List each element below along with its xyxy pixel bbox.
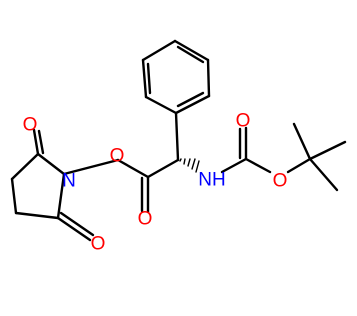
bond <box>174 111 180 162</box>
bond <box>176 91 205 108</box>
atom-label-n: N <box>62 171 76 192</box>
bond <box>10 177 18 215</box>
bond <box>187 158 191 167</box>
stereo-hash-wedge <box>179 158 200 173</box>
bond <box>36 152 66 176</box>
bond <box>174 94 211 115</box>
bond <box>141 58 148 99</box>
bond <box>206 58 211 98</box>
bond <box>141 39 177 62</box>
bond <box>179 158 182 162</box>
atom-label-o: O <box>23 115 38 136</box>
bond <box>146 62 152 95</box>
bond <box>286 157 312 174</box>
atom-label-o: O <box>91 234 106 255</box>
phenyl-ring <box>141 39 211 115</box>
bond <box>183 158 186 165</box>
atom-labels: O N O O O NH O O <box>23 111 288 255</box>
bond <box>244 157 272 174</box>
bond <box>59 211 95 237</box>
bond <box>116 158 150 179</box>
bond <box>10 152 40 181</box>
bond <box>308 157 339 192</box>
bond <box>62 158 120 176</box>
bond <box>56 172 66 220</box>
succinimide-ring <box>10 128 95 242</box>
bond <box>37 129 45 155</box>
bond <box>292 122 312 161</box>
bond <box>191 158 196 170</box>
atom-label-o: O <box>110 146 125 167</box>
ester-linkage <box>62 158 180 214</box>
atom-label-nh: NH <box>198 170 225 191</box>
bond <box>144 95 178 115</box>
bond <box>308 140 347 161</box>
atom-label-o: O <box>138 209 153 230</box>
alpha-carbon <box>174 111 200 173</box>
atom-label-o: O <box>273 171 288 192</box>
bond <box>32 128 40 156</box>
atom-label-o: O <box>236 111 251 132</box>
bond <box>146 158 180 179</box>
bond <box>176 45 205 64</box>
bond <box>195 160 200 173</box>
bond <box>14 211 60 220</box>
bond <box>173 39 210 62</box>
bond <box>56 216 92 242</box>
bond <box>220 157 248 174</box>
boc-group <box>220 122 347 192</box>
